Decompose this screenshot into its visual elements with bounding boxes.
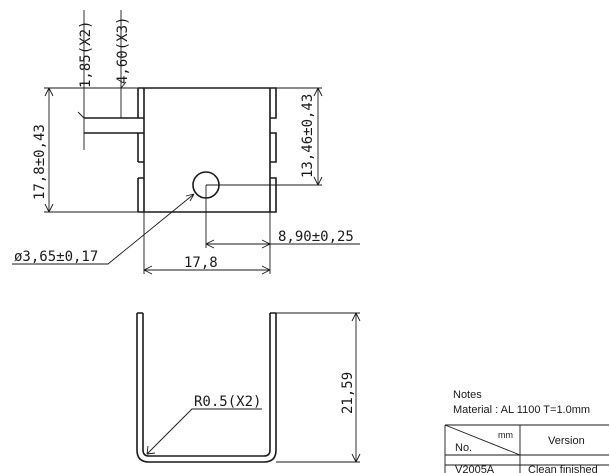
- left-pin: [84, 117, 138, 134]
- revision-table: mm No. Version V2005A Clean finished: [444, 424, 609, 473]
- dim-line-178-vertical: [44, 87, 138, 213]
- table-grid: [444, 424, 609, 473]
- notes-block: Notes Material : AL 1100 T=1.0mm: [453, 389, 590, 416]
- u-profile-inner: [142, 313, 271, 457]
- radius-leader: [146, 408, 262, 455]
- notes-title: Notes: [453, 389, 482, 401]
- dim-text-890: 8,90±0,25: [278, 229, 354, 245]
- dim-text-hole: ø3,65±0,17: [14, 249, 98, 265]
- dim-line-890: [205, 185, 360, 249]
- dim-text-radius: R0.5(X2): [194, 394, 261, 410]
- dim-text-178-tol: 17,8±0,43: [32, 124, 48, 200]
- table-row-no: V2005A: [455, 464, 495, 473]
- table-header-diagonal: [444, 424, 521, 456]
- front-view: 21,59 R0.5(X2): [136, 312, 361, 463]
- dim-line-1346: [206, 87, 323, 186]
- table-header-unit: mm: [498, 430, 513, 440]
- dim-line-2159: [276, 312, 361, 463]
- dim-text-1346: 13,46±0,43: [300, 94, 316, 178]
- top-view-body: [138, 87, 271, 213]
- dim-line-185: [77, 10, 85, 150]
- notes-material: Material : AL 1100 T=1.0mm: [453, 404, 590, 416]
- table-header-no: No.: [455, 442, 472, 454]
- table-header-version: Version: [548, 435, 585, 447]
- dim-text-178: 17,8: [184, 255, 218, 271]
- left-edge: [137, 88, 144, 212]
- dim-line-178-horizontal: [143, 212, 271, 275]
- top-view: 1,85(X2) 4,60(X3) 17,8±0,43 13,46±0,43 ø…: [12, 10, 360, 275]
- dim-text-185: 1,85(X2): [78, 21, 94, 88]
- dim-text-460: 4,60(X3): [115, 17, 131, 84]
- right-fins: [270, 87, 277, 213]
- table-row-version: Clean finished: [528, 464, 598, 473]
- dim-text-2159: 21,59: [340, 372, 356, 414]
- u-profile-outer: [136, 313, 277, 463]
- hole-leader: [12, 193, 195, 265]
